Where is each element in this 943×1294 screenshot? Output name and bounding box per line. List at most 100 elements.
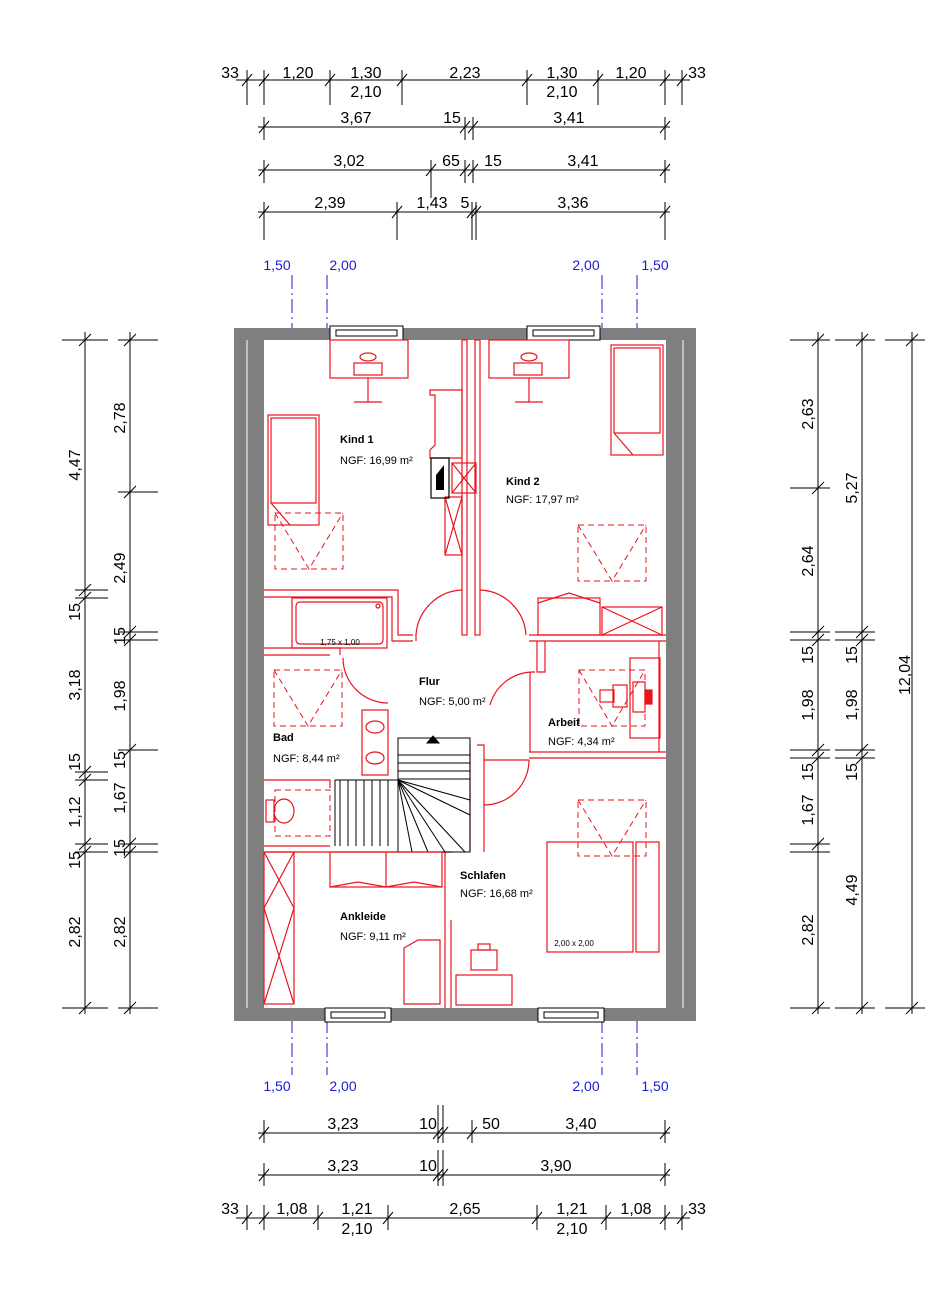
top-dim-1-3: 1,30 [350, 65, 381, 82]
room-name-flur: Flur [419, 676, 440, 688]
axis-top-3: 2,00 [572, 257, 599, 273]
bottom-dim-2-1: 3,23 [327, 1158, 358, 1175]
room-area-schlafen: NGF: 16,68 m² [460, 888, 533, 900]
desk-kind-2 [488, 339, 570, 403]
bottom-dim-2-3: 3,90 [540, 1158, 571, 1175]
bottom-dimensions: 3,23 10 50 3,40 3,23 10 3,90 33 1,08 1,2… [221, 1105, 706, 1238]
axis-bottom-2: 2,00 [329, 1078, 356, 1094]
bed-size: 2,00 x 2,00 [554, 939, 594, 948]
bottom-dim-1-1: 3,23 [327, 1116, 358, 1133]
top-dim-1-sub-2: 2,10 [546, 84, 577, 101]
bed-kind-1 [267, 414, 320, 526]
axis-top-1: 1,50 [263, 257, 290, 273]
bottom-dim-1-2: 10 [419, 1116, 437, 1133]
doors [342, 589, 536, 806]
bathtub-size: 1,75 x 1,00 [320, 638, 360, 647]
right-inner-1: 2,63 [800, 398, 817, 429]
left-outer-2: 15 [67, 603, 84, 621]
bottom-dim-2-2: 10 [419, 1158, 437, 1175]
right-inner-4: 1,98 [800, 689, 817, 720]
top-dim-1-6: 1,20 [615, 65, 646, 82]
wardrobe-kind-1 [429, 389, 477, 556]
bottom-dim-3-3: 1,21 [341, 1201, 372, 1218]
bottom-dim-3-sub-2: 2,10 [556, 1221, 587, 1238]
top-dimensions: 33 1,20 1,30 2,23 1,30 1,20 33 2,10 2,10… [221, 65, 706, 240]
room-area-arbeit: NGF: 4,34 m² [548, 736, 615, 748]
left-outer-1: 4,47 [67, 449, 84, 480]
top-dim-4-2: 1,43 [416, 195, 447, 212]
bed-kind-2 [610, 344, 664, 456]
room-name-arbeit: Arbeit [548, 717, 580, 729]
right-middle-3: 1,98 [844, 689, 861, 720]
left-inner-5: 15 [112, 751, 129, 769]
bottom-dim-3-5: 1,21 [556, 1201, 587, 1218]
right-middle-5: 4,49 [844, 874, 861, 905]
sinks [361, 709, 389, 776]
left-inner-1: 2,78 [112, 402, 129, 433]
axis-top-2: 2,00 [329, 257, 356, 273]
left-outer-6: 15 [67, 851, 84, 869]
right-inner-6: 15 [800, 763, 817, 781]
bathtub: 1,75 x 1,00 [291, 597, 388, 649]
bottom-dim-3-6: 1,08 [620, 1201, 651, 1218]
bottom-dim-1-3: 50 [482, 1116, 500, 1133]
top-dim-1-sub-1: 2,10 [350, 84, 381, 101]
left-inner-7: 15 [112, 839, 129, 857]
top-dim-1-7: 33 [688, 65, 706, 82]
right-middle-2: 15 [844, 646, 861, 664]
top-dim-4-1: 2,39 [314, 195, 345, 212]
desk-schlafen [455, 943, 513, 1006]
right-inner-5: 1,67 [800, 794, 817, 825]
left-outer-7: 2,82 [67, 916, 84, 947]
room-area-kind-1: NGF: 16,99 m² [340, 455, 413, 467]
room-area-ankleide: NGF: 9,11 m² [340, 931, 406, 943]
axis-bottom-3: 2,00 [572, 1078, 599, 1094]
axis-bottom-1: 1,50 [263, 1078, 290, 1094]
top-dim-2-2: 15 [443, 110, 461, 127]
left-outer-5: 1,12 [67, 796, 84, 827]
right-outer-1: 12,04 [897, 655, 914, 695]
left-inner-2: 2,49 [112, 552, 129, 583]
desk-arbeit [599, 657, 661, 739]
room-labels: Kind 1 NGF: 16,99 m² Kind 2 NGF: 17,97 m… [273, 434, 615, 943]
right-inner-3: 15 [800, 646, 817, 664]
left-outer-3: 3,18 [67, 669, 84, 700]
right-dimensions: 2,63 2,64 15 1,98 1,67 15 2,82 5,27 15 1… [790, 332, 925, 1015]
top-dim-1-5: 1,30 [546, 65, 577, 82]
right-middle-4: 15 [844, 763, 861, 781]
top-dim-4-3: 5 [461, 195, 470, 212]
bottom-dim-3-sub-1: 2,10 [341, 1221, 372, 1238]
room-name-schlafen: Schlafen [460, 870, 506, 882]
left-inner-8: 2,82 [112, 916, 129, 947]
desk-kind-1 [329, 339, 409, 403]
outer-walls [234, 325, 696, 1023]
room-name-kind-2: Kind 2 [506, 476, 540, 488]
furniture: 1,75 x 1,00 [263, 339, 664, 1006]
bottom-dim-1-4: 3,40 [565, 1116, 596, 1133]
top-dim-3-4: 3,41 [567, 153, 598, 170]
toilet [265, 798, 295, 824]
top-dim-3-3: 15 [484, 153, 502, 170]
top-dim-3-2: 65 [442, 153, 460, 170]
room-area-flur: NGF: 5,00 m² [419, 696, 486, 708]
chest-kind-2 [537, 592, 663, 636]
room-name-bad: Bad [273, 732, 294, 744]
room-area-kind-2: NGF: 17,97 m² [506, 494, 579, 506]
right-middle-1: 5,27 [844, 472, 861, 503]
room-name-kind-1: Kind 1 [340, 434, 374, 446]
top-dim-1-4: 2,23 [449, 65, 480, 82]
left-outer-4: 15 [67, 753, 84, 771]
bottom-dim-3-2: 1,08 [276, 1201, 307, 1218]
room-name-ankleide: Ankleide [340, 911, 386, 923]
axis-bottom-4: 1,50 [641, 1078, 668, 1094]
room-area-bad: NGF: 8,44 m² [273, 753, 340, 765]
top-dim-2-3: 3,41 [553, 110, 584, 127]
top-dim-4-4: 3,36 [557, 195, 588, 212]
bed-schlafen: 2,00 x 2,00 [546, 841, 660, 953]
bottom-dim-3-7: 33 [688, 1201, 706, 1218]
top-dim-1-1: 33 [221, 65, 239, 82]
axis-top-4: 1,50 [641, 257, 668, 273]
bottom-dim-3-4: 2,65 [449, 1201, 480, 1218]
right-inner-7: 2,82 [800, 914, 817, 945]
